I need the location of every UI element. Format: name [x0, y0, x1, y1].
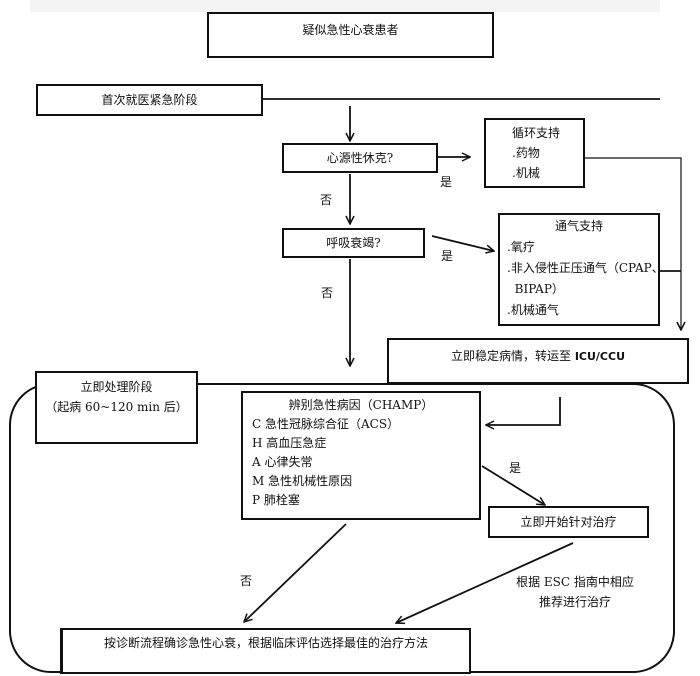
- shock-question-box: 心源性休克?: [282, 143, 438, 173]
- start-box: 疑似急性心衰患者: [207, 12, 494, 58]
- phase1-text: 首次就医紧急阶段: [101, 93, 198, 107]
- final-box: 按诊断流程确诊急性心衰，根据临床评估选择最佳的治疗方法: [60, 628, 471, 674]
- circulation-item: .机械: [512, 166, 540, 180]
- phase2-subtitle: （起病 60~120 min 后）: [45, 400, 188, 414]
- targeted-treatment-text: 立即开始针对治疗: [520, 515, 617, 529]
- stabilize-to-champ: [486, 397, 561, 425]
- stabilize-unit: ICU/CCU: [574, 350, 626, 363]
- arrow-to-vent: [431, 235, 494, 251]
- esc-note: 根据 ESC 指南中相应 推荐进行治疗: [505, 572, 645, 612]
- ventilation-title: 通气支持: [554, 219, 603, 233]
- champ-box: 辨别急性病因（CHAMP） C 急性冠脉综合征（ACS） H 高血压急症 A 心…: [241, 391, 481, 520]
- yes-label: 是: [509, 461, 522, 475]
- arrow-esc-to-final: [396, 542, 574, 623]
- yes-label: 是: [441, 249, 454, 263]
- phase1-box: 首次就医紧急阶段: [36, 84, 263, 116]
- respiratory-question-box: 呼吸衰竭?: [282, 228, 425, 258]
- arrow-no-to-final: [244, 523, 347, 622]
- circulation-title: 循环支持: [512, 126, 561, 140]
- targeted-treatment-box: 立即开始针对治疗: [488, 506, 649, 538]
- champ-item: C 急性冠脉综合征（ACS）: [252, 417, 400, 431]
- esc-note-line: 根据 ESC 指南中相应: [516, 575, 634, 589]
- champ-item: M 急性机械性原因: [252, 474, 353, 488]
- shock-question-text: 心源性休克?: [326, 151, 394, 165]
- no-label: 否: [320, 193, 333, 207]
- ventilation-item: .氧疗: [507, 240, 535, 254]
- stabilize-text: 立即稳定病情，转运至: [450, 349, 575, 363]
- respiratory-question-text: 呼吸衰竭?: [326, 236, 381, 250]
- no-label: 否: [321, 286, 334, 300]
- top-band: [30, 0, 660, 12]
- circulation-support-box: 循环支持 .药物 .机械: [484, 118, 585, 188]
- champ-item: P 肺栓塞: [252, 493, 300, 507]
- champ-item: A 心律失常: [252, 455, 313, 469]
- ventilation-item: .机械通气: [507, 303, 559, 317]
- no-label: 否: [240, 574, 253, 588]
- phase2-title: 立即处理阶段: [80, 380, 153, 394]
- circulation-item: .药物: [512, 146, 540, 160]
- ventilation-item: .非入侵性正压通气（CPAP、: [507, 261, 664, 275]
- yes-label: 是: [440, 175, 453, 189]
- circ-to-stabilize: [584, 157, 681, 330]
- start-text: 疑似急性心衰患者: [302, 23, 399, 37]
- ventilation-support-box: 通气支持 .氧疗 .非入侵性正压通气（CPAP、 BIPAP） .机械通气: [498, 213, 664, 326]
- arrow-to-treat: [481, 465, 545, 505]
- stabilize-box: 立即稳定病情，转运至 ICU/CCU: [387, 338, 689, 384]
- champ-title: 辨别急性病因（CHAMP）: [288, 398, 434, 412]
- ventilation-item: BIPAP）: [507, 282, 564, 296]
- phase2-box: 立即处理阶段 （起病 60~120 min 后）: [35, 371, 198, 444]
- final-text: 按诊断流程确诊急性心衰，根据临床评估选择最佳的治疗方法: [103, 636, 428, 650]
- esc-note-line: 推荐进行治疗: [538, 595, 611, 609]
- champ-item: H 高血压急症: [252, 436, 327, 450]
